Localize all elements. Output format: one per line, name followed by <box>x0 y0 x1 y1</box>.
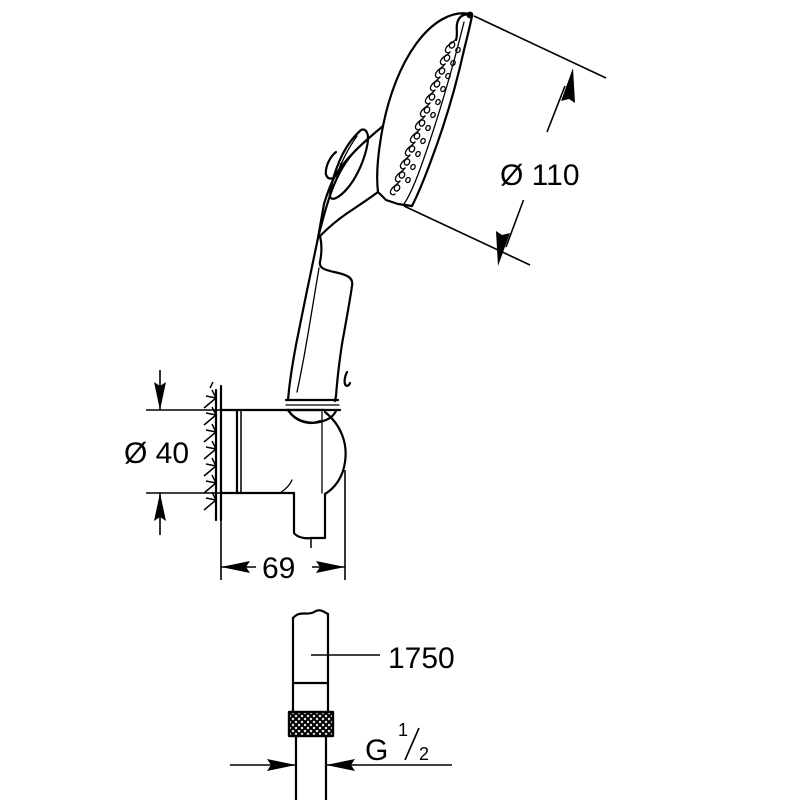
shower-head-assembly <box>316 11 474 240</box>
dimG-fraction-bar <box>404 727 420 761</box>
dim69-arrow-right <box>316 561 345 573</box>
wall-hatching <box>203 389 217 511</box>
dim40-label: Ø 40 <box>124 437 189 470</box>
spray-face-back-edge <box>454 12 472 42</box>
dimension-thread-size: G 1 2 <box>230 718 452 771</box>
dim40-arrow-bottom <box>154 493 166 521</box>
dimG-arrow-right <box>326 759 355 771</box>
dimG-prefix: G <box>365 734 388 767</box>
bracket-drip-tab <box>292 491 327 540</box>
wall-top-tick <box>209 381 214 389</box>
shower-head-left-contour <box>316 124 385 240</box>
knurl-texture <box>288 711 334 737</box>
dimG-numerator: 1 <box>398 720 408 740</box>
handle-notch <box>343 370 352 387</box>
dimension-spray-face-diameter: Ø 110 <box>403 15 614 266</box>
dim110-arrow-lower <box>496 231 510 266</box>
nozzle-texture-band <box>389 39 461 196</box>
handle-inner-line <box>296 267 320 393</box>
dimG-label-group: G 1 2 <box>362 718 448 767</box>
dim110-line-lower <box>505 195 526 248</box>
shower-hose: 1750 <box>291 609 455 714</box>
wall <box>203 381 223 522</box>
mode-button[interactable] <box>324 128 370 200</box>
dim110-line-upper <box>546 85 566 133</box>
mode-button-outline[interactable] <box>328 128 370 200</box>
handle-right-edge <box>318 234 354 403</box>
handle-left-edge <box>286 147 359 402</box>
dim69-label: 69 <box>262 552 295 585</box>
bracket-cup <box>286 408 322 425</box>
knurled-nut-outline <box>287 710 335 738</box>
shower-handle <box>284 128 370 424</box>
dimG-text-backing <box>362 718 448 762</box>
hose-break-line <box>291 609 330 620</box>
dim110-extension-upper <box>473 15 607 79</box>
knurled-nut <box>287 710 335 800</box>
mode-button-detail <box>338 135 358 171</box>
wall-bracket <box>219 408 347 552</box>
mode-button-tab[interactable] <box>324 150 343 180</box>
bracket-front-nose <box>323 410 347 496</box>
dim40-arrow-top <box>154 382 166 410</box>
dim110-arrow-upper <box>561 68 575 103</box>
dim110-label: Ø 110 <box>500 159 580 192</box>
head-tip-marker <box>466 11 474 19</box>
dimension-bracket-diameter: Ø 40 <box>124 370 222 535</box>
head-bottom-rim <box>318 190 380 238</box>
dim110-text-backing <box>492 156 614 200</box>
dimension-bracket-projection: 69 <box>220 470 346 585</box>
dimG-arrow-left <box>267 759 296 771</box>
spray-face-rim <box>410 14 474 208</box>
dim110-extension-lower <box>403 205 531 266</box>
hose-length-label: 1750 <box>388 642 455 675</box>
spray-face-inner-rim <box>403 21 465 205</box>
dim69-arrow-left <box>221 561 250 573</box>
shower-head-outline <box>376 12 472 208</box>
dimG-denominator: 2 <box>419 744 429 764</box>
bracket-bottom-chamfer <box>279 479 293 494</box>
